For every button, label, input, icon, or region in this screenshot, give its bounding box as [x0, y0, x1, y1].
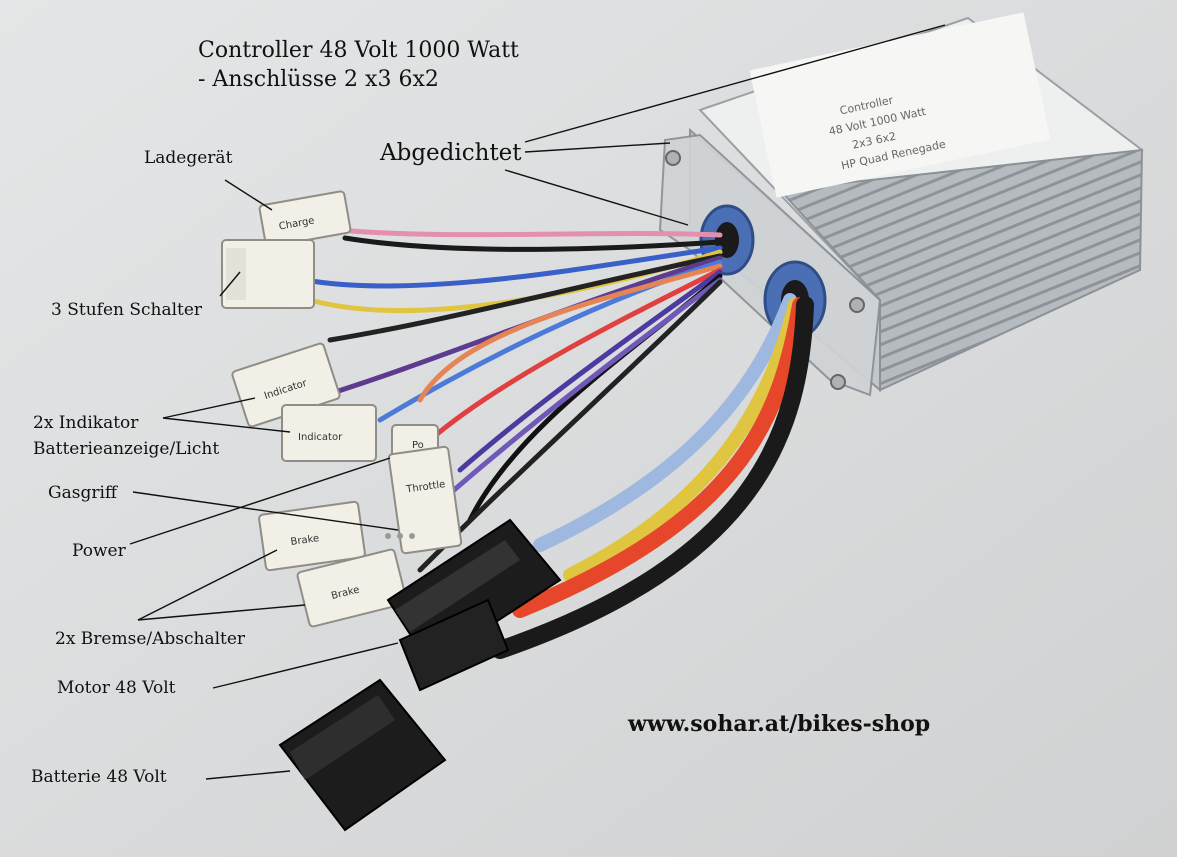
pointer-lines — [129, 24, 946, 780]
connector-brake-2: Brake — [296, 548, 408, 628]
label-ladegeraet: Ladegerät — [144, 148, 233, 168]
label-motor: Motor 48 Volt — [57, 678, 176, 698]
controller-housing: Controller 48 Volt 1000 Watt 2x3 6x2 HP … — [658, 12, 1144, 397]
label-batterieanzeige: Batterieanzeige/Licht — [33, 439, 220, 459]
plug-label-power: Po — [412, 440, 424, 451]
title-line1: Controller 48 Volt 1000 Watt — [198, 38, 519, 63]
label-indikator: 2x Indikator — [33, 413, 139, 433]
label-abgedichtet: Abgedichtet — [380, 140, 522, 166]
label-batterie: Batterie 48 Volt — [31, 767, 167, 787]
connector-switch — [221, 239, 315, 309]
label-bremse: 2x Bremse/Abschalter — [55, 629, 246, 649]
screw-icon — [665, 150, 681, 166]
website-url: www.sohar.at/bikes-shop — [628, 711, 931, 737]
label-power: Power — [72, 541, 126, 561]
connector-charge: Charge — [258, 190, 352, 248]
screw-icon — [849, 297, 865, 313]
plug-label-brake: Brake — [290, 533, 320, 548]
title-line2: - Anschlüsse 2 x3 6x2 — [198, 67, 439, 92]
connector-throttle: Throttle — [385, 445, 463, 555]
connector-brake-1: Brake — [258, 500, 366, 572]
label-3-stufen-schalter: 3 Stufen Schalter — [51, 300, 203, 320]
connector-battery — [278, 598, 510, 832]
plug-label-indicator: Indicator — [298, 432, 343, 443]
motor-phase-wires — [491, 293, 814, 659]
label-gasgriff: Gasgriff — [48, 483, 117, 503]
screw-icon — [830, 374, 846, 390]
connector-indicator-2: Indicator — [281, 404, 377, 462]
signal-wires — [302, 227, 723, 573]
